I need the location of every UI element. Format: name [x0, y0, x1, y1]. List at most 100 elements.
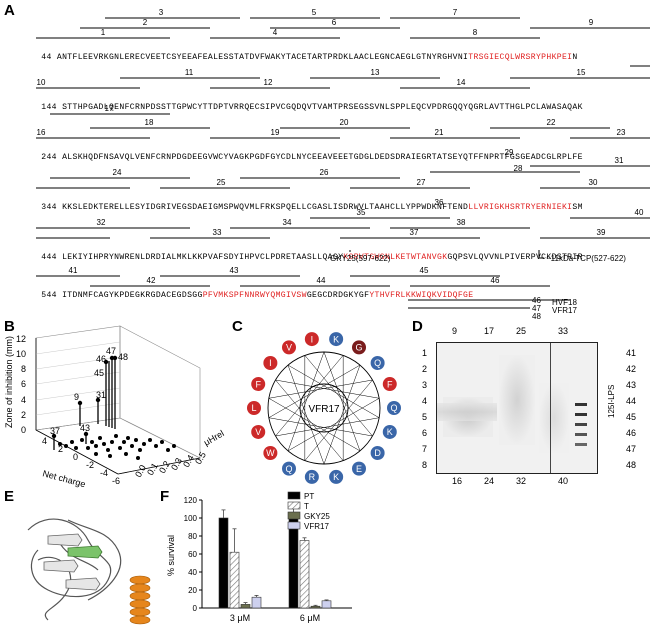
wheel-residue-circle: [263, 356, 278, 371]
peptide-number: 45: [419, 266, 429, 275]
peptide-number: 9: [588, 18, 594, 27]
y-tick: 0: [21, 425, 26, 435]
wheel-residue-circle: [304, 469, 319, 484]
y-tick: 12: [16, 334, 26, 344]
wheel-spoke: [275, 355, 344, 437]
sequence-text: 344 KKSLEDKTERELLESYIDGRIVEGSDAEIGMSPWQV…: [41, 203, 583, 212]
peptide-number: 48: [532, 312, 541, 321]
wheel-residue-circle: [282, 340, 296, 355]
wheel-residue-circle: [382, 377, 397, 392]
residue-start-number: 44: [41, 53, 52, 62]
wheel-residue-label: Q: [374, 358, 381, 368]
y-tick-label: 0: [193, 604, 198, 613]
data-point: [154, 444, 158, 448]
legend-swatch: [287, 521, 301, 530]
lane-label-top: 17: [484, 326, 495, 336]
wheel-spoke: [323, 365, 361, 465]
data-point: [148, 438, 152, 442]
sequence-text: 444 LEKIYIHPRYNWRENLDRDIALMKLKKPVAFSDYIH…: [41, 253, 583, 262]
peptide-number: 47: [532, 304, 541, 313]
panel-label-a: A: [4, 2, 15, 19]
bar-t: [229, 551, 240, 609]
row-label-right: 42: [626, 364, 637, 374]
bar-vfr17: [251, 596, 262, 609]
blot-smear: [499, 355, 535, 445]
sequence-row-6: 41 43 45 42 44 46 544 ITDNMFCAGYKPDEGKRG…: [10, 262, 650, 321]
annotation-tcp: ~11kDa TCP(527-622): [546, 254, 626, 263]
peptide-number: 21: [434, 128, 444, 137]
row-label-right: 46: [626, 428, 637, 438]
x-tick: -2: [86, 460, 94, 470]
wheel-residue-circle: [329, 469, 344, 484]
data-point: [130, 444, 134, 448]
y-tick-label: 60: [188, 550, 197, 559]
peptide-number: 30: [588, 178, 598, 187]
wheel-residue-circle: [352, 340, 366, 355]
blot-band: [575, 433, 587, 436]
protein-ribbon: [27, 518, 112, 598]
row-label-right: 44: [626, 396, 637, 406]
bar-t: [299, 540, 310, 609]
protein-ribbon: [37, 556, 72, 621]
peptide-number: 31: [614, 156, 624, 165]
sequence-row-3: 17 18 20 22 16 19 21 23 244 ALSKHQDFNSAV…: [10, 104, 650, 162]
peptide-number: 13: [370, 68, 380, 77]
wheel-residue-circle: [370, 445, 385, 460]
blot-membrane: [436, 342, 598, 474]
wheel-center-label: VFR17: [308, 404, 340, 415]
data-point: [98, 436, 102, 440]
annotation-vfr17: VFR17: [552, 306, 577, 315]
data-point: [83, 431, 89, 437]
data-point: [51, 433, 57, 439]
wheel-residue-label: Q: [285, 464, 292, 474]
wheel-spoke: [304, 355, 373, 437]
row-label-left: 8: [422, 460, 428, 470]
peptide-number: 38: [456, 218, 466, 227]
data-point: [124, 452, 128, 456]
y-tick-label: 120: [184, 496, 198, 505]
x-axis-label: Net charge: [41, 468, 86, 488]
wheel-residue-label: E: [356, 464, 362, 474]
peptide-number: 46: [490, 276, 500, 285]
data-point: [134, 438, 138, 442]
peptide-number: 4: [272, 28, 278, 37]
side-label: 125I-LPS: [607, 385, 616, 418]
wheel-residue-label: R: [309, 472, 316, 482]
row-label-left: 5: [422, 412, 428, 422]
data-point: [102, 442, 106, 446]
peptide-number: 42: [146, 276, 156, 285]
peptide-number: 39: [596, 228, 606, 237]
data-point: [106, 448, 110, 452]
peptide-number: 33: [212, 228, 222, 237]
wheel-residue-label: D: [374, 448, 381, 458]
peptide-number: 2: [142, 18, 148, 27]
wheel-spoke: [275, 379, 380, 399]
peptide-number: 41: [68, 266, 78, 275]
y-tick-label: 40: [188, 568, 197, 577]
lane-label-bottom: 32: [516, 476, 527, 486]
data-point: [122, 440, 126, 444]
data-point: [74, 446, 78, 450]
wheel-spoke: [287, 351, 325, 451]
legend-label: PT: [304, 492, 314, 501]
wheel-residue-circle: [263, 445, 278, 460]
data-point: [166, 448, 170, 452]
wheel-spoke: [268, 379, 373, 399]
peptide-number: 46: [532, 296, 541, 305]
wheel-residue-label: F: [255, 379, 261, 389]
peptide-number: 14: [456, 78, 466, 87]
peptide-number: 7: [452, 8, 458, 17]
row-label-left: 1: [422, 348, 428, 358]
beta-strand: [47, 533, 83, 547]
row-label-right: 47: [626, 444, 637, 454]
peptide-number: 12: [263, 78, 273, 87]
wheel-residue-circle: [352, 461, 366, 476]
c-terminal-helix: [129, 575, 151, 625]
sequence-row-1: 3 5 7 2 6 9 1 4 8 44 ANTFLEEVRKGNLERECVE…: [10, 8, 650, 62]
wheel-spoke: [287, 364, 380, 418]
peptide-number: 27: [416, 178, 426, 187]
row-label-left: 7: [422, 444, 428, 454]
row-label-left: 4: [422, 396, 428, 406]
highlight-region-green: [67, 545, 103, 559]
